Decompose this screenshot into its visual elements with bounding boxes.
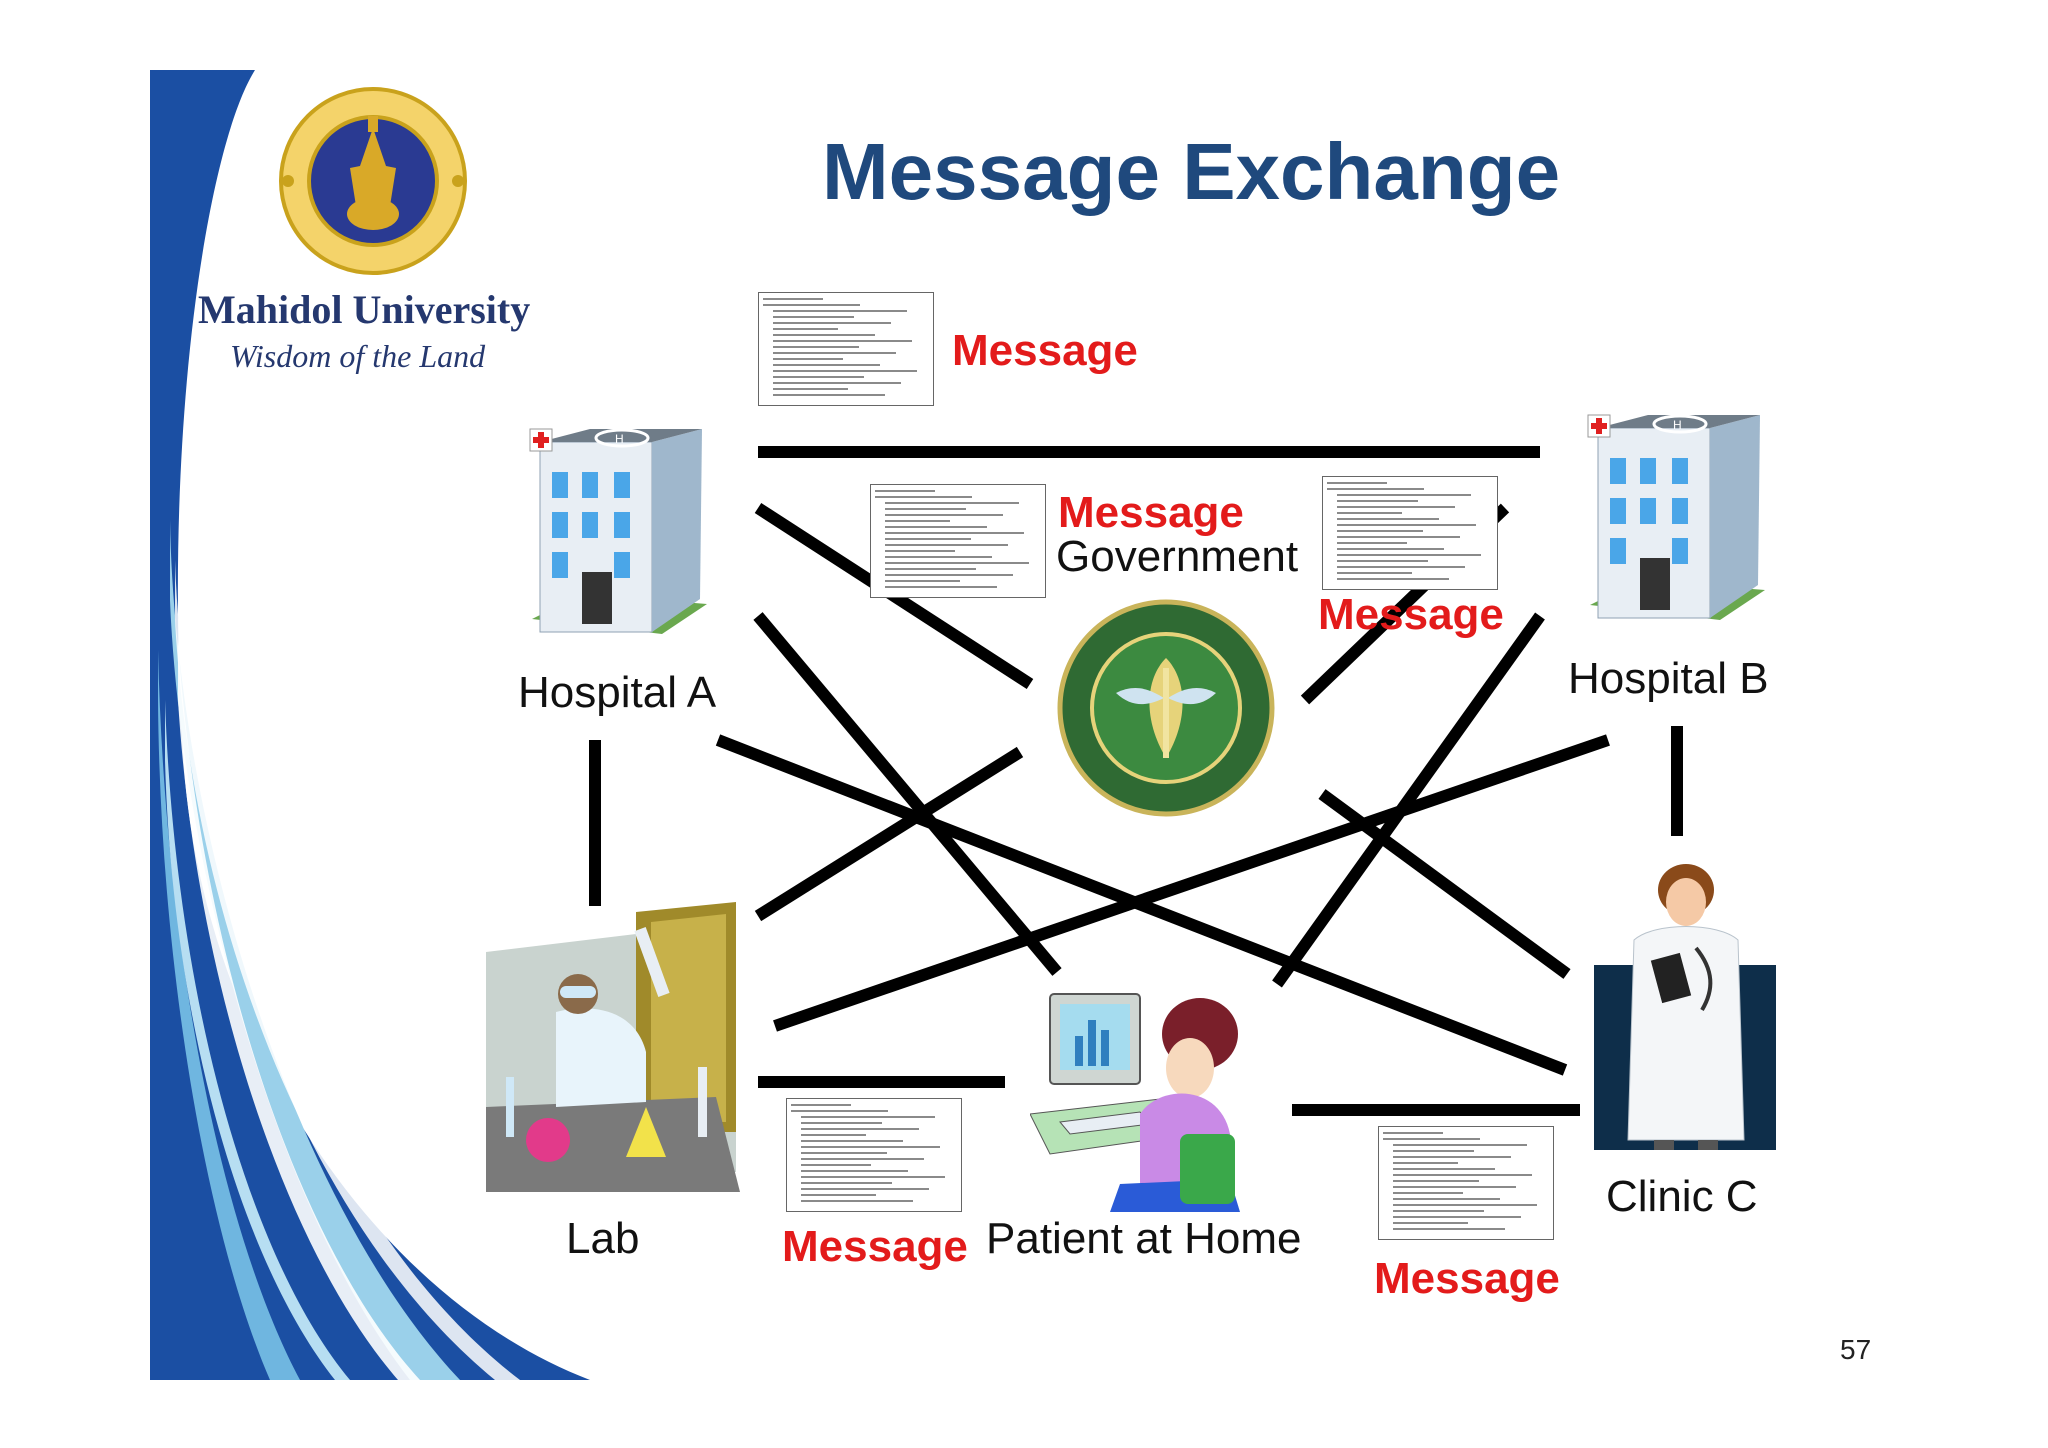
university-name: Mahidol University bbox=[198, 287, 531, 332]
hospital-b-building-icon: H bbox=[1587, 414, 1765, 620]
line-patient-hospital-b bbox=[1272, 612, 1545, 988]
lab-scientist-illustration bbox=[486, 902, 740, 1192]
hospital-a-building-icon: H bbox=[529, 428, 707, 634]
message-label-lab-patient: Message bbox=[782, 1222, 968, 1271]
patient-at-home-label: Patient at Home bbox=[986, 1214, 1302, 1263]
lab-label: Lab bbox=[566, 1214, 640, 1263]
university-tagline: Wisdom of the Land bbox=[230, 338, 486, 374]
page-number: 57 bbox=[1840, 1334, 1872, 1365]
message-label-right: Message bbox=[1318, 590, 1504, 639]
line-hospital-a-patient bbox=[753, 612, 1062, 976]
ministry-of-public-health-seal-logo bbox=[1057, 599, 1275, 817]
message-label-government: Message bbox=[1058, 488, 1244, 537]
university-seal-logo bbox=[279, 87, 467, 275]
clinic-doctor-illustration bbox=[1594, 864, 1776, 1150]
government-label: Government bbox=[1056, 532, 1299, 581]
message-document-right bbox=[1322, 476, 1498, 590]
message-label-patient-clinic: Message bbox=[1374, 1254, 1560, 1303]
message-document-lab-patient bbox=[786, 1098, 962, 1212]
svg-text:H: H bbox=[615, 432, 624, 446]
line-lab-hospital-b bbox=[773, 734, 1610, 1032]
line-government-lab bbox=[754, 746, 1024, 922]
hospital-b-label: Hospital B bbox=[1568, 654, 1769, 703]
message-label-top: Message bbox=[952, 326, 1138, 375]
clinic-c-label: Clinic C bbox=[1606, 1172, 1758, 1221]
line-government-clinic bbox=[1318, 789, 1571, 979]
svg-text:H: H bbox=[1673, 418, 1682, 432]
message-document-patient-clinic bbox=[1378, 1126, 1554, 1240]
message-document-government bbox=[870, 484, 1046, 598]
message-document-top bbox=[758, 292, 934, 406]
slide-title: Message Exchange bbox=[822, 127, 1561, 216]
patient-at-computer-illustration bbox=[1030, 993, 1240, 1212]
hospital-a-label: Hospital A bbox=[518, 668, 717, 717]
